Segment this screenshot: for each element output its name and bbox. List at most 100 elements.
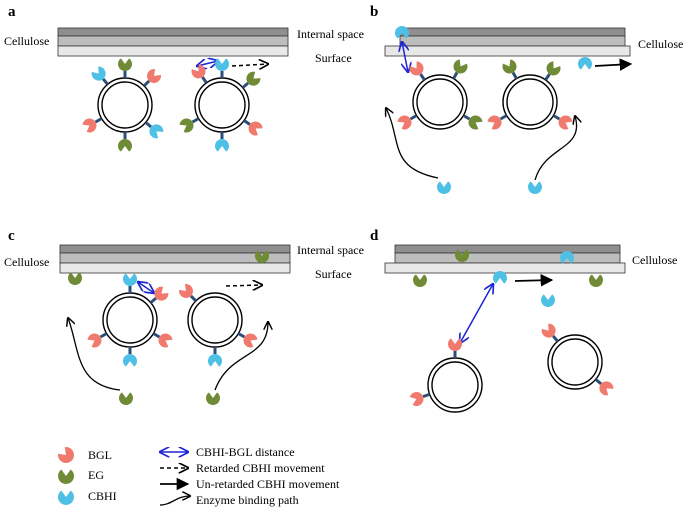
linker — [422, 392, 431, 399]
eg-enzyme — [118, 58, 132, 72]
bgl-enzyme — [397, 115, 412, 130]
cbhi-enzyme — [215, 58, 229, 72]
legend-label: EG — [88, 468, 104, 482]
binding-path-arrow — [386, 108, 439, 179]
scaffold-ring — [194, 77, 250, 133]
linker — [149, 296, 158, 304]
eg-enzyme — [502, 59, 517, 74]
panel-d-letter: d — [370, 228, 379, 244]
linker — [237, 332, 246, 339]
panel-a: a Cellulose Internal space Surface — [4, 4, 364, 133]
bgl-enzyme — [487, 115, 502, 130]
cbhi-enzyme — [58, 490, 74, 506]
linker — [201, 76, 208, 84]
linker — [189, 294, 197, 302]
bgl-enzyme — [409, 61, 424, 76]
cbhi-enzyme — [437, 181, 451, 195]
linker — [511, 71, 518, 80]
legend-item-unretarded: Un-retarded CBHI movement — [160, 477, 340, 491]
binding-path-arrow — [534, 116, 577, 181]
eg-enzyme — [589, 274, 603, 288]
bgl-enzyme — [448, 338, 462, 352]
cbhi-enzyme-icon — [58, 490, 74, 506]
cbhi-enzyme — [123, 273, 137, 287]
cellulose-label: Cellulose — [638, 37, 683, 51]
legend-item-distance: CBHI-BGL distance — [160, 445, 295, 459]
linker — [191, 117, 200, 124]
cellulose-label: Cellulose — [4, 34, 49, 48]
retarded-movement-arrow — [231, 64, 268, 66]
eg-enzyme — [68, 272, 82, 286]
linker — [241, 81, 250, 89]
eg-enzyme — [453, 59, 468, 74]
surface-label: Surface — [315, 267, 352, 281]
legend-label: Enzyme binding path — [196, 493, 299, 507]
bgl-enzyme — [541, 323, 556, 338]
bgl-enzyme — [58, 447, 74, 463]
eg-enzyme — [546, 61, 561, 76]
eg-enzyme — [179, 118, 194, 133]
linker — [101, 77, 109, 86]
cbhi-enzyme — [91, 66, 106, 81]
scaffold-ring — [547, 334, 603, 390]
eg-enzyme — [119, 392, 133, 406]
linker — [552, 114, 561, 121]
panel-d: d Cellulose — [370, 228, 677, 413]
linker — [409, 114, 418, 121]
scaffold-ring — [187, 292, 243, 348]
bgl-enzyme-icon — [58, 447, 74, 463]
cbhi-bgl-distance-arrow — [460, 284, 493, 343]
eg-enzyme — [58, 469, 74, 485]
bgl-enzyme — [158, 333, 173, 348]
bgl-enzyme — [248, 121, 263, 136]
scaffold-ring — [427, 357, 483, 413]
scaffold-ring — [412, 74, 468, 130]
panel-a-letter: a — [8, 4, 16, 20]
curved-arrow-icon — [159, 496, 190, 506]
scaffold-ring — [97, 77, 153, 133]
linker — [94, 117, 103, 124]
scaffold-ring — [502, 74, 558, 130]
cellulose-layers — [57, 27, 289, 57]
legend-label: CBHI-BGL distance — [196, 445, 295, 459]
linker — [243, 119, 251, 126]
surface-label: Surface — [315, 51, 352, 65]
linker — [499, 114, 508, 121]
cbhi-bgl-distance-arrow — [402, 42, 408, 72]
retarded-movement-arrow — [225, 285, 262, 286]
eg-enzyme — [455, 249, 469, 263]
eg-enzyme — [246, 71, 261, 86]
legend: BGL EG CBHI CBHI-BGL distance Retarded C… — [58, 445, 340, 507]
scaffold-ring — [102, 292, 158, 348]
linker — [99, 332, 108, 339]
bgl-enzyme — [87, 333, 102, 348]
cbhi-enzyme — [493, 270, 507, 284]
linker — [594, 378, 603, 386]
internal-space-label: Internal space — [297, 243, 364, 257]
eg-enzyme — [118, 138, 132, 152]
bgl-enzyme — [82, 118, 97, 133]
legend-item-eg: EG — [58, 468, 104, 485]
eg-enzyme — [468, 115, 483, 130]
cellulose-layers — [384, 27, 631, 57]
binding-path-arrow — [68, 318, 121, 391]
bgl-enzyme — [409, 392, 424, 407]
linker — [143, 79, 151, 87]
cbhi-enzyme — [123, 353, 137, 367]
eg-enzyme — [255, 250, 269, 264]
linker — [419, 73, 426, 81]
bgl-enzyme — [147, 69, 161, 83]
cbhi-enzyme — [560, 250, 574, 264]
linker — [544, 73, 551, 81]
cellulose-label: Cellulose — [632, 253, 677, 267]
panel-c-letter: c — [8, 228, 15, 244]
legend-label: Retarded CBHI movement — [196, 461, 325, 475]
bgl-enzyme — [243, 333, 258, 348]
bgl-enzyme — [154, 286, 169, 301]
cbhi-enzyme — [208, 353, 222, 367]
legend-item-binding: Enzyme binding path — [159, 493, 299, 507]
legend-label: BGL — [88, 448, 112, 462]
legend-label: CBHI — [88, 489, 117, 503]
internal-space-label: Internal space — [297, 27, 364, 41]
cellulose-label: Cellulose — [4, 255, 49, 269]
